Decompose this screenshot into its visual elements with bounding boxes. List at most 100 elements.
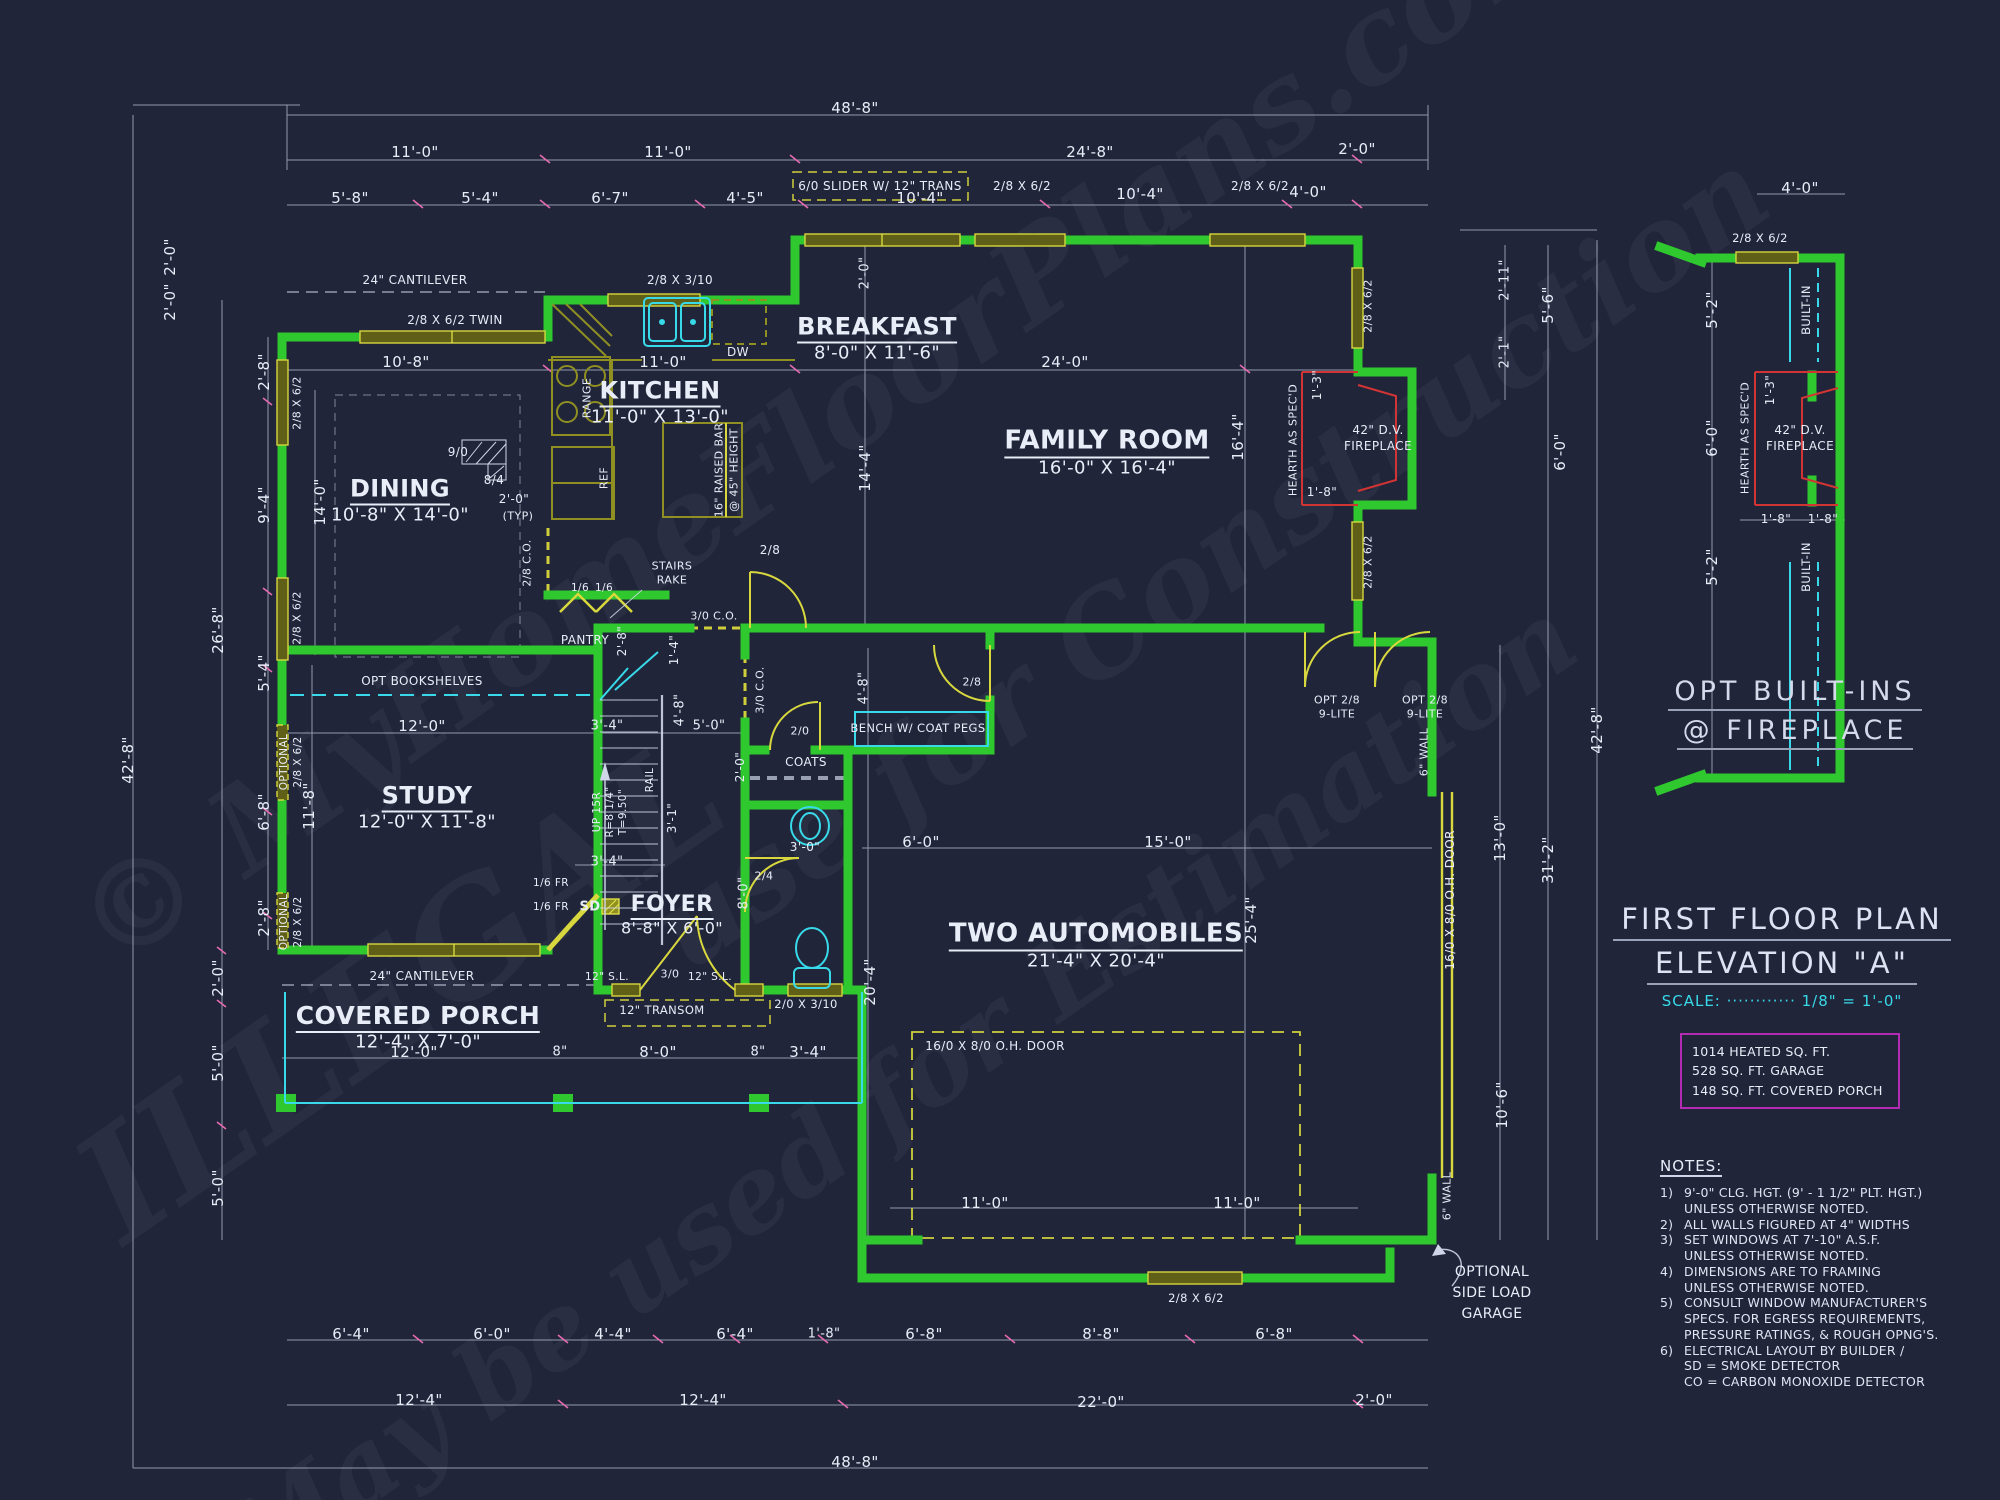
plan-label: 2'-0": [733, 751, 747, 783]
dimension-ticks: [216, 154, 1364, 1409]
plan-label: 12" S.L.: [688, 971, 732, 983]
title-block: FIRST FLOOR PLAN ELEVATION "A" SCALE: ··…: [1612, 902, 1952, 1010]
notes-list: 1)9'-0" CLG. HGT. (9' - 1 1/2" PLT. HGT.…: [1660, 1185, 1990, 1390]
plan-label: 2/0 X 3/10: [774, 997, 838, 1011]
plan-label: 1/6: [570, 582, 590, 594]
plan-label: 10'-6": [1493, 1081, 1511, 1129]
plan-label: 6'-8": [255, 793, 273, 831]
plan-label: FIREPLACE: [1765, 439, 1835, 453]
plan-label: 9'-4": [255, 486, 273, 524]
plan-elevation: ELEVATION "A": [1647, 946, 1917, 985]
plan-label: 13'-0": [1491, 814, 1509, 862]
plan-label: 2/8 X 6/2: [1168, 1291, 1224, 1305]
plan-label: HEARTH AS SPEC'D: [1738, 381, 1752, 495]
plan-label: 48'-8": [831, 1453, 879, 1471]
plan-label: 25'-4": [1242, 896, 1260, 944]
plan-label: 8'-8" X 6'-0": [620, 918, 724, 938]
smoke-detector-icon: [601, 898, 620, 915]
plan-label: 4'-4": [594, 1325, 632, 1343]
plan-label: 16'-4": [1229, 413, 1247, 461]
plan-label: 2'-1": [1497, 335, 1513, 369]
note-text: SET WINDOWS AT 7'-10" A.S.F.UNLESS OTHER…: [1684, 1232, 1880, 1264]
note-line: ALL WALLS FIGURED AT 4" WIDTHS: [1684, 1216, 1910, 1232]
note-number: 6): [1660, 1342, 1674, 1358]
plan-label: 12'-0": [390, 1043, 438, 1061]
plan-label: DW: [727, 345, 749, 359]
note-line: CO = CARBON MONOXIDE DETECTOR: [1684, 1374, 1925, 1389]
plan-label: OPT BOOKSHELVES: [361, 674, 483, 688]
plan-label: 4'-8": [856, 671, 872, 705]
plan-label: 12'-0" X 11'-8": [358, 811, 496, 833]
room-label-breakfast: BREAKFAST: [797, 313, 957, 344]
plan-label: 3/0: [660, 967, 680, 981]
plan-label: 11'-8": [300, 782, 318, 830]
plan-label: 1'-8": [807, 1326, 841, 1342]
plan-label: 2/8: [962, 675, 982, 689]
plan-label: 3'-0": [789, 840, 821, 854]
plan-label: 5'-0": [209, 1169, 227, 1207]
plan-label: 6'-0": [902, 833, 940, 851]
plan-label: 11'-0": [961, 1194, 1009, 1212]
plan-label: 42" D.V.: [1352, 423, 1404, 437]
dashed-lines: [282, 171, 1301, 1239]
plan-label: REF: [597, 466, 611, 490]
note-number: 3): [1660, 1232, 1674, 1248]
note-item: 1)9'-0" CLG. HGT. (9' - 1 1/2" PLT. HGT.…: [1660, 1185, 1990, 1217]
note-number: 2): [1660, 1216, 1674, 1232]
room-label-family-room: FAMILY ROOM: [1004, 426, 1210, 459]
note-line: UNLESS OTHERWISE NOTED.: [1684, 1248, 1869, 1263]
plan-label: 2/0: [790, 724, 810, 738]
note-text: ELECTRICAL LAYOUT BY BUILDER /SD = SMOKE…: [1684, 1343, 1925, 1390]
plan-label: 24'-8": [1066, 143, 1114, 161]
sqft-line: 528 SQ. FT. GARAGE: [1692, 1063, 1825, 1079]
plan-label: 2/8 X 6/2: [290, 591, 304, 645]
plan-label: 1'-3": [1763, 374, 1777, 406]
plan-label: 22'-0": [1077, 1393, 1125, 1411]
plan-label: 1'-4": [667, 634, 681, 666]
plan-label: SIDE LOAD: [1452, 1285, 1532, 1301]
plan-label: RANGE: [580, 377, 594, 419]
plan-label: 3/0 C.O.: [753, 666, 767, 714]
plan-label: 42" D.V.: [1774, 423, 1826, 437]
note-line: DIMENSIONS ARE TO FRAMING: [1684, 1263, 1882, 1279]
plan-label: 2/8 X 6/2: [292, 736, 304, 788]
plan-label: 10'-4": [896, 189, 944, 207]
plan-title: FIRST FLOOR PLAN: [1613, 902, 1951, 941]
plan-label: 8'-0": [639, 1043, 677, 1061]
plan-label: 5'-2": [1703, 291, 1721, 329]
kitchen-counters: [548, 299, 795, 520]
plan-label: 31'-2": [1539, 836, 1557, 884]
plan-label: 2/4: [754, 869, 774, 883]
plan-label: 6" WALL: [1440, 1171, 1454, 1221]
plan-label: OPTIONAL: [1454, 1264, 1530, 1280]
plan-label: BENCH W/ COAT PEGS: [850, 721, 986, 735]
plan-label: PANTRY: [560, 633, 610, 647]
plan-label: STAIRS: [651, 559, 693, 573]
plan-label: 11'-0": [391, 143, 439, 161]
plan-label: 5'-8": [331, 189, 369, 207]
plan-label: BUILT-IN: [1799, 542, 1813, 592]
room-label-covered-porch: COVERED PORCH: [295, 1001, 541, 1033]
plan-label: 11'-0": [1213, 1194, 1261, 1212]
plan-label: 3'-4": [590, 854, 624, 870]
plan-label: 5'-4": [461, 189, 499, 207]
plan-label: 6'-0": [1703, 419, 1721, 457]
plan-label: 2/8 X 6/2: [1732, 231, 1788, 245]
plan-label: @ 45" HEIGHT: [727, 428, 741, 512]
plan-label: 14'-4": [856, 444, 874, 492]
note-line: SET WINDOWS AT 7'-10" A.S.F.: [1684, 1232, 1881, 1248]
room-label-kitchen: KITCHEN: [599, 377, 721, 408]
walls: [277, 235, 1845, 1283]
doors: [546, 571, 1454, 1178]
fixtures: [284, 268, 1819, 1104]
plan-label: 6" WALL: [1417, 727, 1431, 777]
plan-label: COATS: [785, 755, 827, 769]
plan-label: 42'-8": [119, 736, 137, 784]
plan-label: 1/6 FR: [533, 877, 569, 889]
plan-label: 6'-7": [591, 189, 629, 207]
stairs: [600, 589, 1462, 1287]
